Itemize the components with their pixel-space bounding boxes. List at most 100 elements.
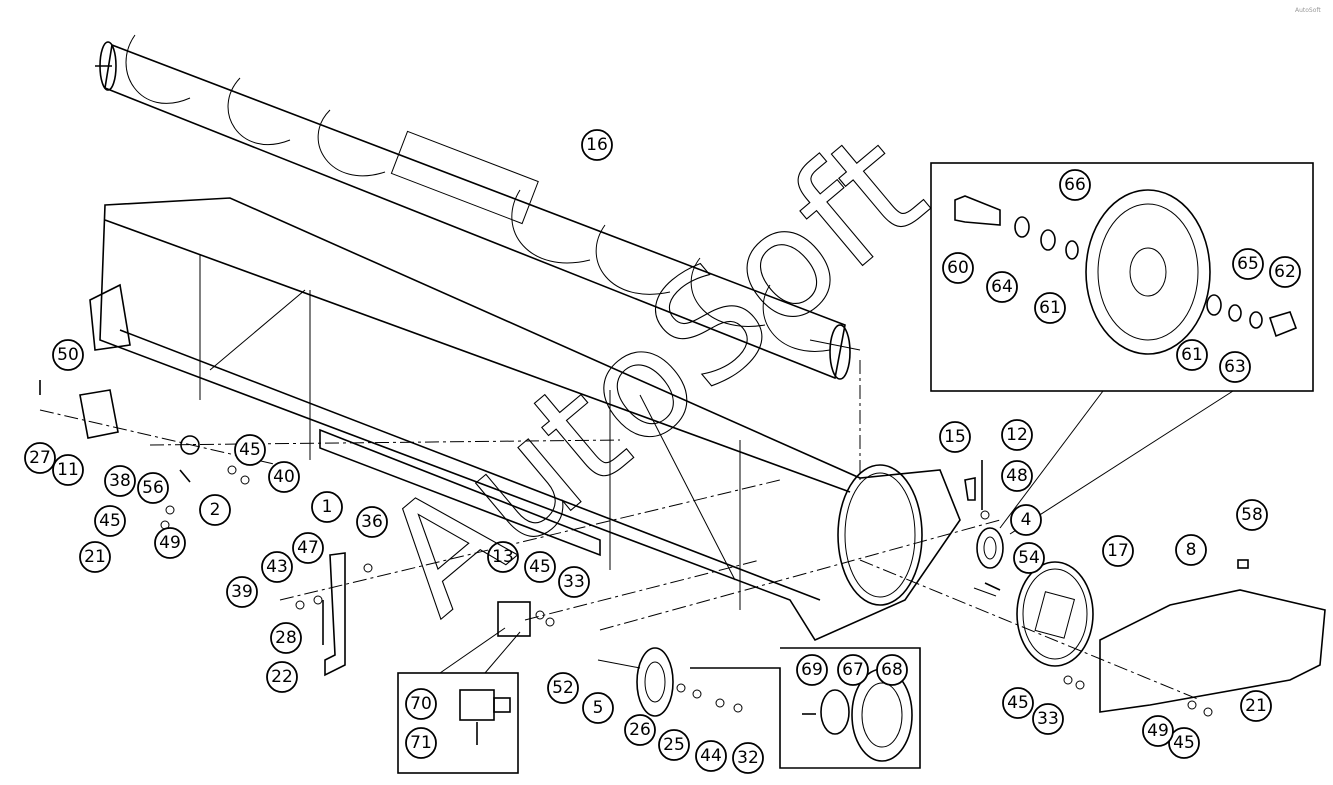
part-label-text: 38 — [109, 471, 131, 491]
part-label-text: 45 — [239, 440, 261, 460]
part-label-text: 45 — [529, 557, 551, 577]
part-label-text: 62 — [1274, 262, 1296, 282]
part-label-8: 8 — [1175, 534, 1207, 566]
part-label-circle — [226, 576, 258, 608]
part-label-text: 17 — [1107, 541, 1129, 561]
part-label-circle — [796, 654, 828, 686]
part-label-text: 40 — [273, 467, 295, 487]
part-label-text: 64 — [991, 277, 1013, 297]
part-label-66: 66 — [1059, 169, 1091, 201]
part-label-text: 63 — [1224, 357, 1246, 377]
part-label-13: 13 — [487, 541, 519, 573]
part-label-67: 67 — [837, 654, 869, 686]
part-label-text: 54 — [1018, 548, 1040, 568]
part-label-circle — [1002, 687, 1034, 719]
part-label-circle — [1236, 499, 1268, 531]
part-label-circle — [487, 541, 519, 573]
part-label-text: 61 — [1181, 345, 1203, 365]
part-label-circle — [624, 714, 656, 746]
part-label-text: 45 — [99, 511, 121, 531]
part-label-circle — [582, 692, 614, 724]
part-label-text: 22 — [271, 667, 293, 687]
part-label-45-3: 45 — [524, 551, 556, 583]
part-label-text: 33 — [563, 572, 585, 592]
part-label-text: 43 — [266, 557, 288, 577]
part-label-1: 1 — [311, 491, 343, 523]
part-label-text: 16 — [586, 135, 608, 155]
part-label-circle — [1010, 504, 1042, 536]
part-label-circle — [24, 442, 56, 474]
part-label-circle — [356, 506, 388, 538]
small-parts — [39, 380, 1326, 717]
part-label-45-4: 45 — [1002, 687, 1034, 719]
part-label-61-2: 61 — [1176, 339, 1208, 371]
part-label-65: 65 — [1232, 248, 1264, 280]
part-label-text: 47 — [297, 538, 319, 558]
part-label-5: 5 — [582, 692, 614, 724]
part-label-45: 45 — [234, 434, 266, 466]
part-label-circle — [1175, 534, 1207, 566]
part-label-47: 47 — [292, 532, 324, 564]
part-label-text: 21 — [1245, 696, 1267, 716]
part-label-circle — [1269, 256, 1301, 288]
part-label-text: 32 — [737, 748, 759, 768]
part-label-62: 62 — [1269, 256, 1301, 288]
part-label-36: 36 — [356, 506, 388, 538]
part-label-circle — [1001, 419, 1033, 451]
part-label-text: 67 — [842, 660, 864, 680]
part-label-text: 50 — [57, 345, 79, 365]
part-label-17: 17 — [1102, 535, 1134, 567]
part-label-text: 15 — [944, 427, 966, 447]
part-label-text: 60 — [947, 258, 969, 278]
part-label-circle — [986, 271, 1018, 303]
part-label-text: 70 — [410, 694, 432, 714]
part-label-text: 4 — [1021, 510, 1032, 530]
part-label-12: 12 — [1001, 419, 1033, 451]
part-label-text: 71 — [410, 733, 432, 753]
part-label-text: 28 — [275, 628, 297, 648]
part-label-text: 11 — [57, 460, 79, 480]
part-label-26: 26 — [624, 714, 656, 746]
detail-box-pump — [397, 627, 521, 774]
part-label-27: 27 — [24, 442, 56, 474]
part-label-circle — [104, 465, 136, 497]
part-label-28: 28 — [270, 622, 302, 654]
part-label-circle — [405, 727, 437, 759]
part-label-text: 8 — [1186, 540, 1197, 560]
part-label-56: 56 — [137, 472, 169, 504]
part-label-text: 44 — [700, 746, 722, 766]
part-label-circle — [268, 461, 300, 493]
part-label-70: 70 — [405, 688, 437, 720]
part-label-circle — [1219, 351, 1251, 383]
part-label-circle — [270, 622, 302, 654]
part-label-circle — [1059, 169, 1091, 201]
part-label-circle — [261, 551, 293, 583]
part-label-49-2: 49 — [1142, 715, 1174, 747]
assembly-center-lines — [39, 360, 1201, 701]
part-label-circle — [1102, 535, 1134, 567]
part-label-40: 40 — [268, 461, 300, 493]
part-label-circle — [1142, 715, 1174, 747]
part-label-circle — [79, 541, 111, 573]
part-label-text: 66 — [1064, 175, 1086, 195]
part-label-circle — [94, 505, 126, 537]
part-label-text: 27 — [29, 448, 51, 468]
part-label-71: 71 — [405, 727, 437, 759]
part-label-circle — [1013, 542, 1045, 574]
part-label-circle — [1176, 339, 1208, 371]
part-label-text: 33 — [1037, 709, 1059, 729]
part-label-58: 58 — [1236, 499, 1268, 531]
part-label-circle — [1168, 727, 1200, 759]
part-label-text: 39 — [231, 582, 253, 602]
part-label-45-2: 45 — [94, 505, 126, 537]
part-label-33: 33 — [558, 566, 590, 598]
part-label-circle — [154, 527, 186, 559]
part-label-circle — [52, 339, 84, 371]
part-label-circle — [658, 729, 690, 761]
part-label-50: 50 — [52, 339, 84, 371]
part-label-circle — [939, 421, 971, 453]
part-label-text: 25 — [663, 735, 685, 755]
part-label-circle — [1034, 292, 1066, 324]
